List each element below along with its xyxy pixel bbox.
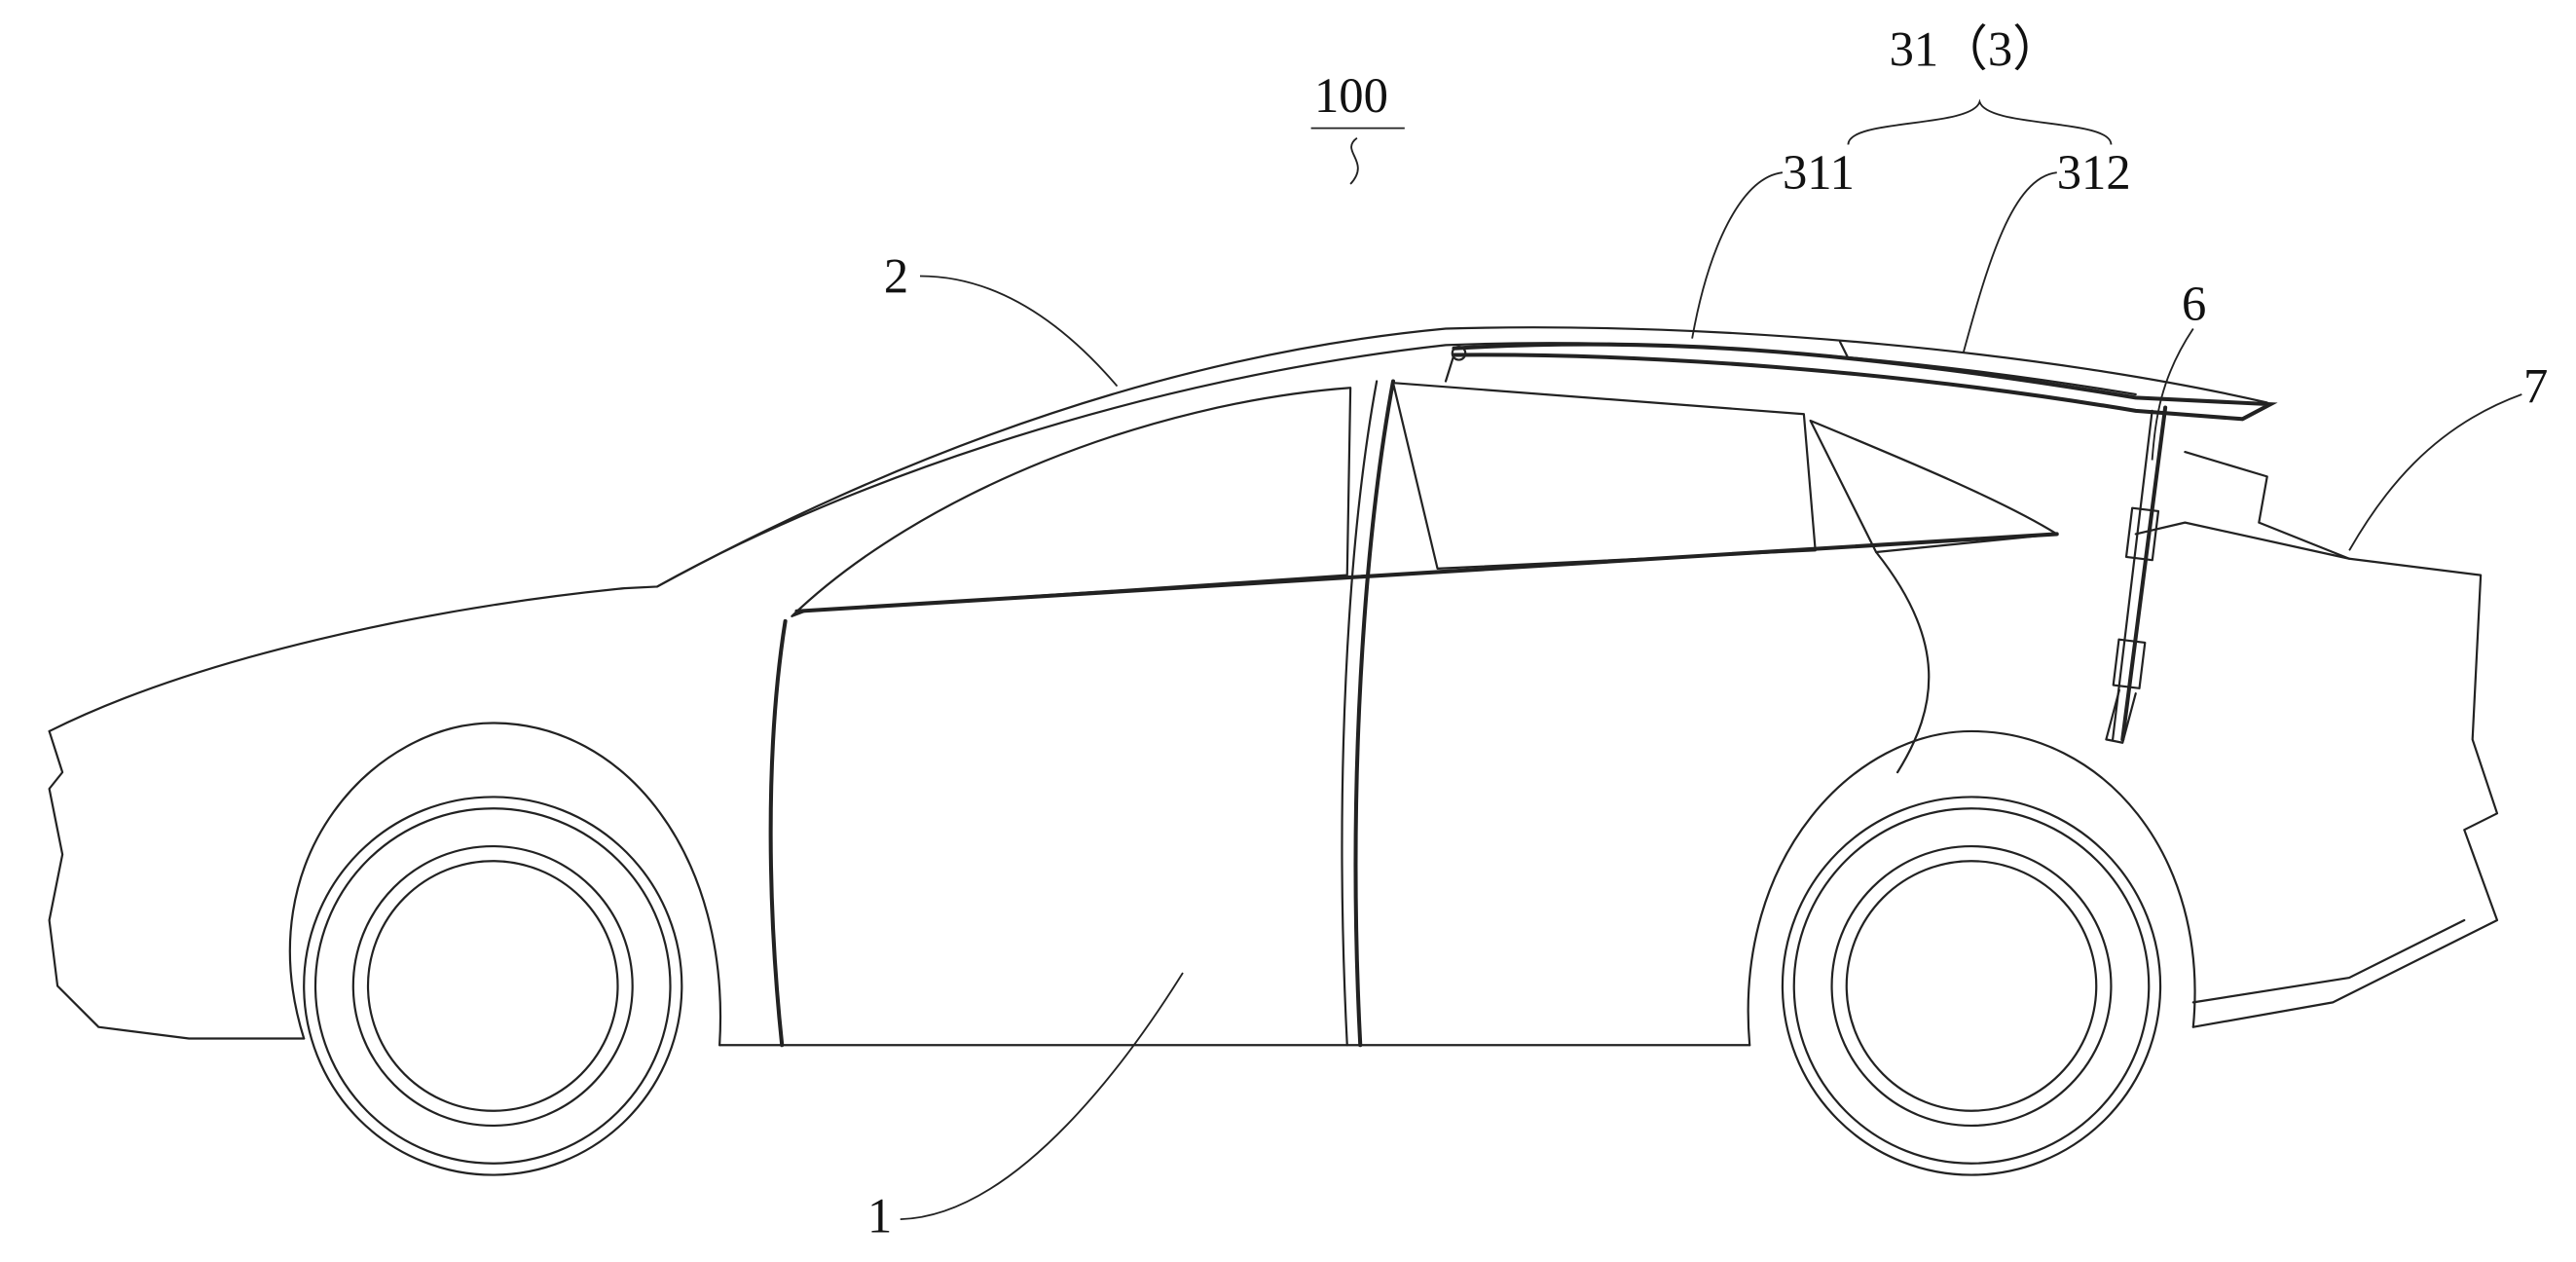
door-lines — [768, 379, 1396, 1048]
rear-wheel — [1781, 796, 2162, 1176]
spoiler — [1444, 340, 2278, 422]
label-100: 100 — [1314, 68, 1388, 123]
label-6: 6 — [2182, 277, 2206, 331]
front-wheel — [303, 796, 683, 1176]
actuator — [2105, 405, 2168, 744]
reference-labels: 100 31（3） 311 312 2 6 7 1 — [867, 22, 2548, 1243]
label-1: 1 — [867, 1189, 892, 1243]
car-body — [48, 326, 2499, 1047]
label-312: 312 — [2057, 145, 2131, 200]
label-311: 311 — [1783, 145, 1855, 200]
windows — [791, 382, 2059, 774]
label-7: 7 — [2523, 358, 2548, 413]
label-2: 2 — [884, 248, 908, 303]
label-31: 31（3） — [1890, 22, 2062, 77]
